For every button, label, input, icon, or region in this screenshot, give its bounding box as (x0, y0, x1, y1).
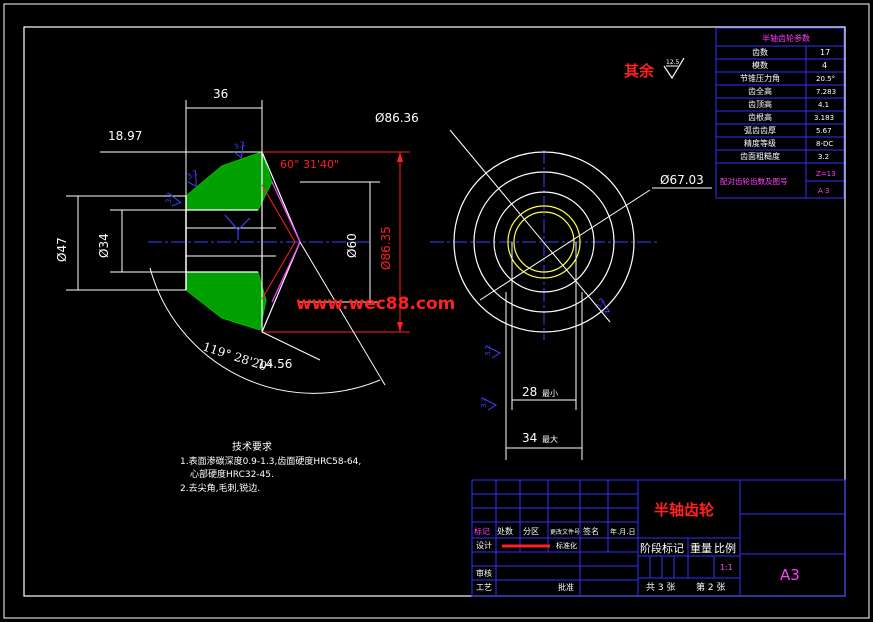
tb-qty: 处数 (497, 526, 513, 536)
tb-mark: 标记 (474, 526, 490, 536)
gear-param-label: 模数 (752, 60, 768, 70)
tech-req-line: 1.表面渗碳深度0.9-1.3,齿面硬度HRC58-64, (180, 455, 361, 467)
gear-param-value: 20.5° (816, 75, 835, 83)
rest-roughness-value: 12.5 (666, 59, 680, 66)
roughness-value: 3.2 (186, 169, 200, 181)
gear-param-value: 4 (822, 61, 827, 70)
tb-zone: 分区 (523, 527, 539, 536)
gear-param-title: 半轴齿轮参数 (762, 33, 810, 43)
tb-approve: 批准 (558, 582, 574, 592)
section-hatch-lower (185, 271, 267, 331)
gear-mate-value: Z=13 (816, 170, 836, 178)
gear-param-label: 齿顶高 (748, 99, 772, 109)
dim-14-56: 14.56 (258, 357, 292, 371)
dim-d67-03: Ø67.03 (660, 173, 704, 187)
title-block (471, 479, 846, 597)
end-view (430, 129, 712, 460)
gear-param-value: 4.1 (818, 101, 829, 109)
watermark: www.wec88.com (296, 294, 455, 314)
tech-req-title: 技术要求 (232, 440, 272, 453)
rest-roughness-symbol: 12.5 (663, 57, 685, 80)
dim-d47: Ø47 (55, 237, 69, 262)
dim-d60: Ø60 (345, 233, 359, 258)
tb-date: 年.月.日 (610, 527, 635, 536)
gear-param-label: 精度等级 (744, 138, 776, 148)
tb-process: 工艺 (476, 583, 492, 592)
gear-param-table (715, 27, 845, 199)
dim-18-97: 18.97 (108, 129, 142, 143)
tb-weight: 重量 (690, 541, 712, 555)
roughness-value: 3.2 (233, 140, 246, 151)
tb-review: 审核 (476, 568, 492, 578)
gear-param-label: 弧齿齿厚 (744, 125, 776, 135)
tb-sheets-total: 共 3 张 (646, 582, 675, 593)
drawing-outer-frame (3, 3, 870, 619)
gear-param-value: 7.283 (816, 88, 836, 96)
tb-docno: 更改文件号 (550, 528, 580, 536)
section-hatch-upper (185, 151, 273, 211)
tb-sign: 签名 (583, 526, 599, 536)
roughness-value: 3.2 (480, 397, 488, 408)
gear-param-label: 齿根高 (748, 112, 772, 122)
gear-param-label: 齿面粗糙度 (740, 151, 780, 161)
gear-param-label: 节锥压力角 (740, 73, 780, 83)
tb-designer-extra: 标准化 (556, 541, 577, 550)
dim-34-note: 最大 (542, 434, 558, 444)
tb-stage: 阶段标记 (640, 541, 684, 555)
section-view (66, 100, 410, 394)
dim-angle-60: 60° 31'40" (280, 158, 339, 171)
tech-req-line: 2.去尖角,毛刺,锐边. (180, 482, 260, 494)
rest-roughness-label: 其余 (624, 62, 655, 80)
dim-28-note: 最小 (542, 389, 558, 398)
gear-param-value: 3.183 (814, 114, 834, 122)
tb-scale: 比例 (714, 541, 736, 555)
gear-param-value: 3.2 (818, 153, 829, 161)
gear-mate-label: 配对齿轮齿数及图号 (720, 176, 788, 186)
dim-d86-35: Ø86.35 (379, 226, 393, 270)
tb-scale-value: 1:1 (720, 563, 733, 572)
part-name: 半轴齿轮 (654, 501, 714, 519)
gear-param-value: 17 (820, 48, 830, 57)
drawing-inner-frame (23, 26, 846, 597)
tb-sheet-no: 第 2 张 (696, 581, 725, 593)
dim-28: 28 (522, 385, 537, 399)
tb-paper-size: A3 (780, 566, 800, 584)
gear-param-label: 齿数 (752, 47, 768, 57)
dim-36: 36 (213, 87, 228, 101)
gear-param-value: 5.67 (816, 127, 832, 135)
roughness-value: 3.2 (164, 192, 174, 204)
gear-param-label: 齿全高 (748, 86, 772, 96)
roughness-value: 3.2 (484, 345, 492, 356)
tb-designer: 设计 (476, 540, 492, 550)
dim-34: 34 (522, 431, 537, 445)
dim-d34: Ø34 (97, 233, 111, 258)
gear-mate-value: A 3 (818, 187, 829, 195)
angle-arc (149, 267, 381, 394)
gear-param-value: 8-DC (816, 140, 833, 148)
dim-d86-36: Ø86.36 (375, 111, 419, 125)
tech-req-line: 心部硬度HRC32-45. (190, 468, 274, 480)
